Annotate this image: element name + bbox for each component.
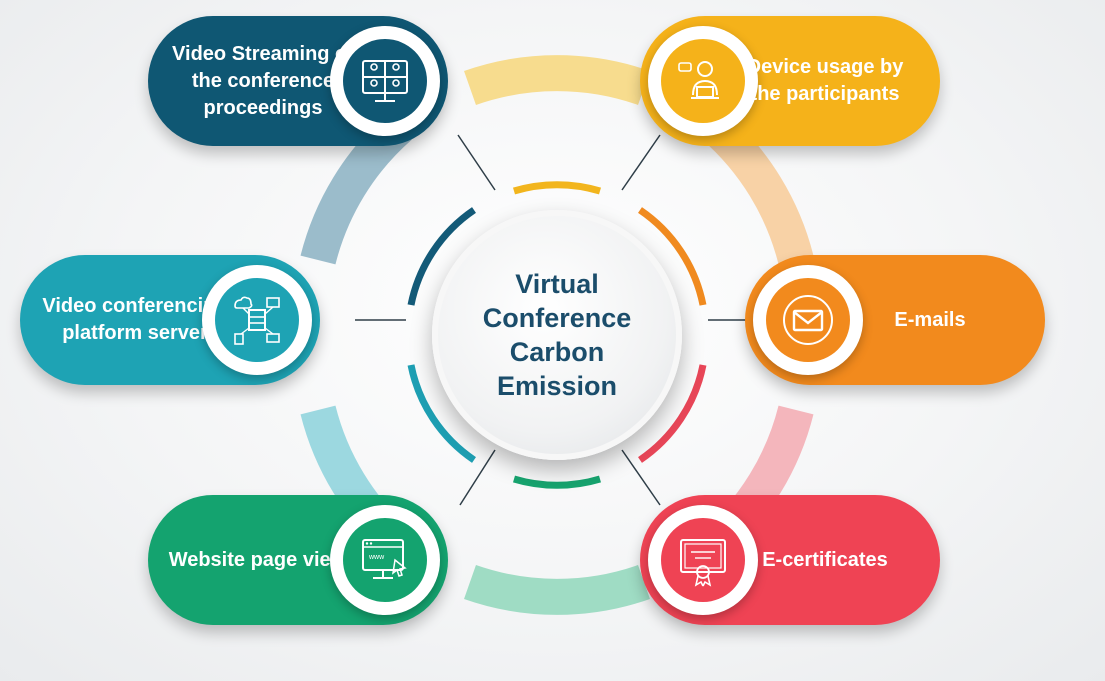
icon-badge [753, 265, 863, 375]
connector-line [621, 449, 661, 506]
source-emails: E-mails [745, 255, 1045, 385]
inner-arc-bottom-left [407, 364, 476, 463]
source-platform-server: Video conferencing platform server [20, 255, 320, 385]
icon-disc [661, 39, 745, 123]
connector-line [621, 134, 661, 191]
source-website-views: Website page views www [148, 495, 448, 625]
ring-arc-bottom [464, 564, 650, 615]
inner-arc-top-left [407, 207, 476, 306]
source-label: Website page views [168, 548, 358, 571]
envelope-icon [783, 295, 833, 345]
icon-disc [661, 518, 745, 602]
source-label: Device usage by the participants [746, 56, 904, 105]
inner-arc-bottom [512, 475, 602, 489]
icon-disc: www [343, 518, 427, 602]
source-e-certificates: E-certificates [640, 495, 940, 625]
hub-title: Virtual Conference Carbon Emission [482, 269, 632, 401]
source-label: E-mails [894, 308, 966, 331]
source-video-streaming: Video Streaming of the conference procee… [148, 16, 448, 146]
video-grid-icon [362, 60, 408, 102]
www-glyph: www [368, 554, 385, 561]
source-label: E-certificates [762, 548, 888, 571]
inner-arc-bottom-right [638, 364, 707, 463]
web-browser-icon: www [362, 539, 407, 579]
source-device-usage: Device usage by the participants [640, 16, 940, 146]
icon-badge [648, 26, 758, 136]
icon-disc [215, 278, 299, 362]
ring-arc-top-right [701, 112, 814, 265]
ring-arc-top [464, 55, 650, 106]
source-label: Video conferencing platform server [42, 295, 228, 344]
person-laptop-icon [678, 61, 719, 99]
icon-badge [648, 505, 758, 615]
icon-disc [766, 278, 850, 362]
inner-arc-top-right [638, 207, 707, 306]
icon-disc [343, 39, 427, 123]
source-label: Video Streaming of the conference procee… [172, 42, 354, 119]
ring-arc-top-left [300, 112, 413, 265]
certificate-icon [680, 539, 726, 587]
icon-badge [330, 26, 440, 136]
server-network-icon [234, 296, 280, 345]
central-hub: Virtual Conference Carbon Emission [432, 210, 682, 460]
inner-arc-top [512, 181, 602, 195]
icon-badge: www [330, 505, 440, 615]
icon-badge [202, 265, 312, 375]
connector-line [457, 134, 496, 191]
connector-line [459, 449, 496, 506]
